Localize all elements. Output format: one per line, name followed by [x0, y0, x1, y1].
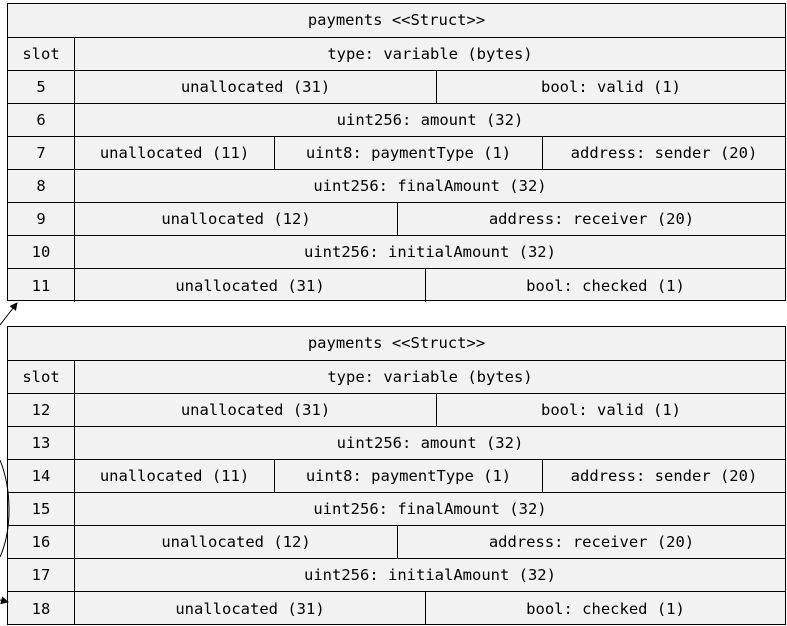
slot-number: 17	[31, 566, 51, 584]
field-cell: uint256: amount (32)	[74, 427, 785, 459]
field-cell: uint256: initialAmount (32)	[74, 559, 785, 591]
field-cell: uint256: finalAmount (32)	[74, 170, 785, 202]
slot-header: slot	[22, 368, 60, 386]
field-cell: uint8: paymentType (1)	[274, 137, 542, 169]
field-cell: unallocated (31)	[74, 269, 425, 302]
slot-number: 6	[36, 111, 46, 129]
slot-number: 14	[31, 467, 51, 485]
slot-row: 8 uint256: finalAmount (32)	[8, 170, 785, 203]
field-cell: unallocated (31)	[74, 394, 436, 426]
field-cell: bool: valid (1)	[436, 394, 785, 426]
slot-row: 7 unallocated (11) uint8: paymentType (1…	[8, 137, 785, 170]
slot-row: 18 unallocated (31) bool: checked (1)	[8, 592, 785, 625]
field-cell: address: sender (20)	[542, 137, 785, 169]
field-cell: uint256: amount (32)	[74, 104, 785, 136]
slot-row: 16 unallocated (12) address: receiver (2…	[8, 526, 785, 559]
field-cell: address: receiver (20)	[397, 526, 785, 558]
slot-row: 14 unallocated (11) uint8: paymentType (…	[8, 460, 785, 493]
connector-arrow-right	[0, 596, 9, 605]
field-cell: unallocated (12)	[74, 203, 397, 235]
slot-number: 9	[36, 210, 46, 228]
slot-number: 13	[31, 434, 51, 452]
field-cell: address: sender (20)	[542, 460, 785, 492]
field-cell: unallocated (11)	[74, 137, 274, 169]
slot-row: 13 uint256: amount (32)	[8, 427, 785, 460]
connector-arrow-up	[0, 302, 18, 326]
slot-row: 5 unallocated (31) bool: valid (1)	[8, 71, 785, 104]
field-cell: bool: valid (1)	[436, 71, 785, 103]
field-cell: bool: checked (1)	[425, 269, 785, 302]
slot-number: 12	[31, 401, 51, 419]
header-row: slot type: variable (bytes)	[8, 361, 785, 394]
slot-number: 10	[31, 243, 51, 261]
slot-row: 11 unallocated (31) bool: checked (1)	[8, 269, 785, 302]
slot-row: 6 uint256: amount (32)	[8, 104, 785, 137]
slot-number: 11	[31, 276, 51, 295]
struct-title: payments <<Struct>>	[8, 327, 785, 361]
slot-number: 5	[36, 78, 46, 96]
header-row: slot type: variable (bytes)	[8, 38, 785, 71]
slot-number: 15	[31, 500, 51, 518]
field-cell: uint8: paymentType (1)	[274, 460, 542, 492]
slot-header: slot	[22, 45, 60, 63]
slot-number: 8	[36, 177, 46, 195]
type-header: type: variable (bytes)	[74, 38, 785, 70]
slot-row: 15 uint256: finalAmount (32)	[8, 493, 785, 526]
field-cell: uint256: finalAmount (32)	[74, 493, 785, 525]
field-cell: unallocated (11)	[74, 460, 274, 492]
struct-table: payments <<Struct>> slot type: variable …	[7, 3, 786, 302]
struct-table: payments <<Struct>> slot type: variable …	[7, 326, 786, 625]
field-cell: address: receiver (20)	[397, 203, 785, 235]
field-cell: unallocated (12)	[74, 526, 397, 558]
slot-row: 10 uint256: initialAmount (32)	[8, 236, 785, 269]
slot-row: 12 unallocated (31) bool: valid (1)	[8, 394, 785, 427]
slot-number: 7	[36, 144, 46, 162]
slot-number: 16	[31, 533, 51, 551]
field-cell: unallocated (31)	[74, 592, 425, 625]
field-cell: uint256: initialAmount (32)	[74, 236, 785, 268]
struct-title: payments <<Struct>>	[8, 4, 785, 38]
slot-row: 9 unallocated (12) address: receiver (20…	[8, 203, 785, 236]
field-cell: unallocated (31)	[74, 71, 436, 103]
slot-number: 18	[31, 599, 51, 618]
type-header: type: variable (bytes)	[74, 361, 785, 393]
connector-curve	[0, 459, 10, 558]
slot-row: 17 uint256: initialAmount (32)	[8, 559, 785, 592]
field-cell: bool: checked (1)	[425, 592, 785, 625]
